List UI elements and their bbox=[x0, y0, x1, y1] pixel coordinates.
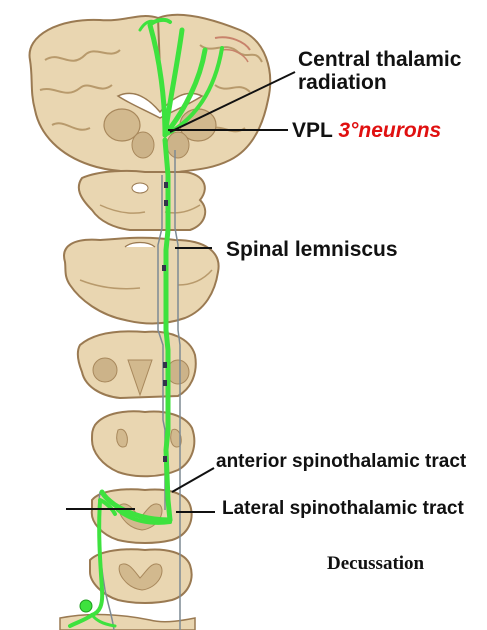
dorsal-root-ganglion-neuron bbox=[79, 599, 93, 613]
label-leader-lines bbox=[66, 71, 296, 513]
label-lateral-spinothalamic-tract: Lateral spinothalamic tract bbox=[222, 498, 464, 519]
lower-medulla-section bbox=[90, 410, 196, 478]
label-spinal-lemniscus: Spinal lemniscus bbox=[226, 238, 398, 261]
brain-coronal-section bbox=[28, 13, 272, 173]
label-central-thalamic-radiation: Central thalamic radiation bbox=[298, 48, 461, 94]
label-third-order-neurons: 3°neurons bbox=[338, 119, 442, 142]
pons-section bbox=[63, 236, 220, 325]
midbrain-section bbox=[77, 169, 207, 231]
label-decussation: Decussation bbox=[327, 553, 425, 574]
label-anterior-spinothalamic-tract: anterior spinothalamic tract bbox=[216, 451, 467, 472]
upper-medulla-section bbox=[76, 330, 197, 400]
label-vpl: VPL bbox=[292, 119, 333, 142]
label-central-thalamic-radiation-line1: Central thalamic bbox=[298, 48, 462, 71]
leader-central-thalamic-radiation bbox=[169, 71, 296, 133]
label-vpl-group: VPL 3°neurons bbox=[292, 119, 441, 142]
spinal-cord-lower-section bbox=[59, 548, 196, 630]
tract-markers bbox=[162, 182, 168, 462]
label-central-thalamic-radiation-line2: radiation bbox=[298, 71, 387, 95]
leader-anterior-spinothalamic bbox=[171, 467, 215, 493]
